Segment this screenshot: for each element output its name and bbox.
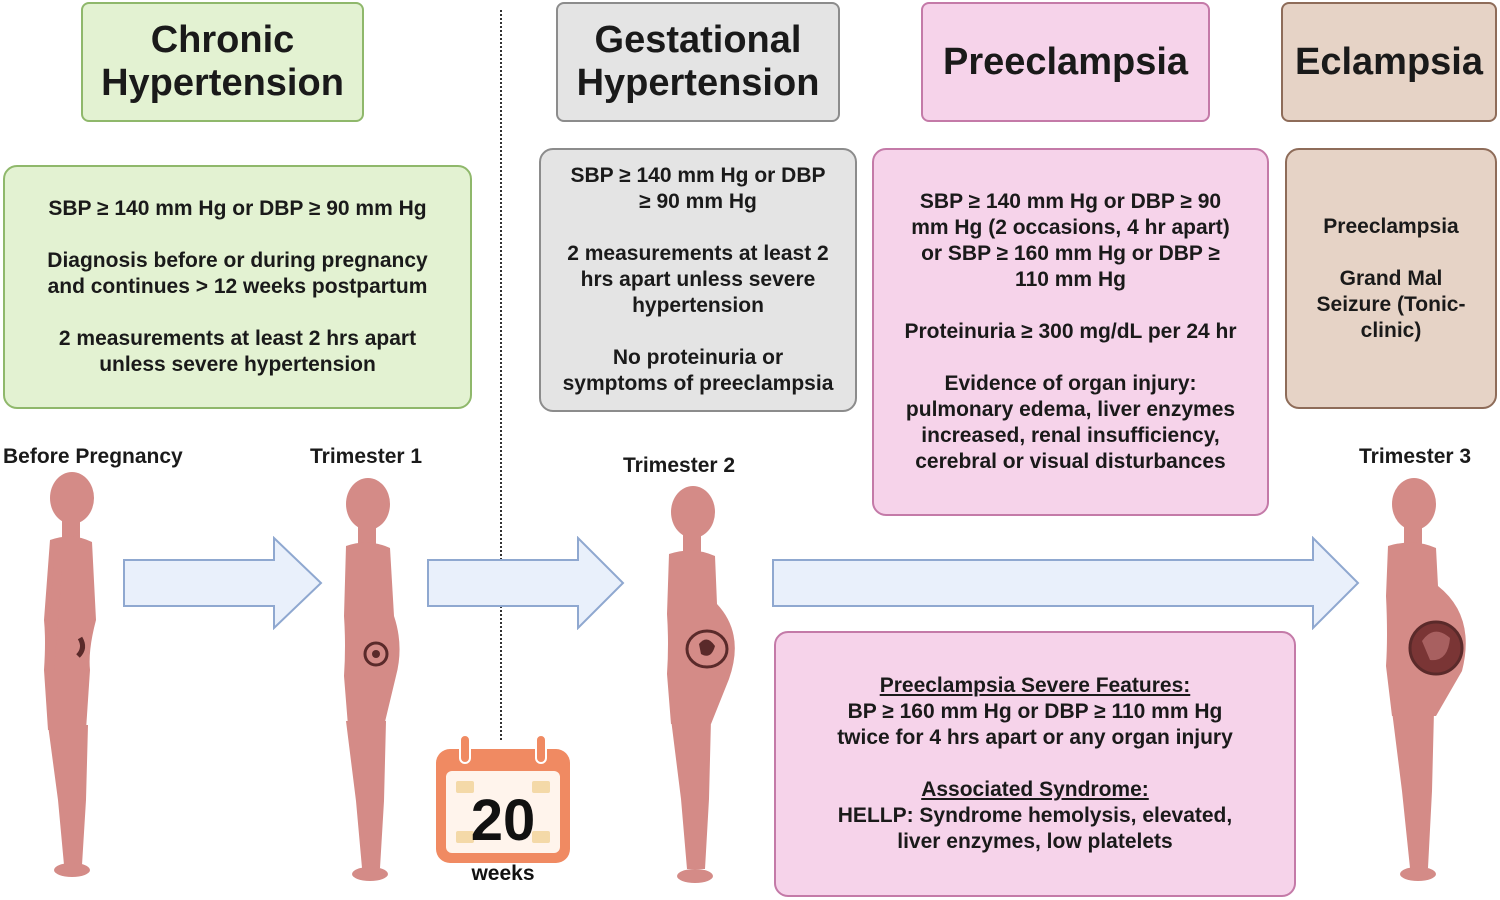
associated-syndrome-group: Associated Syndrome: HELLP: Syndrome hem… [838,777,1232,855]
eclampsia-criteria-box: Preeclampsia Grand Mal Seizure (Tonic- c… [1285,148,1497,409]
severe-features-text: BP ≥ 160 mm Hg or DBP ≥ 110 mm Hg twice … [837,700,1233,749]
preeclampsia-bp-criterion: SBP ≥ 140 mm Hg or DBP ≥ 90 mm Hg (2 occ… [911,190,1230,291]
stage-label-trimester-2: Trimester 2 [623,454,736,477]
chronic-measurement-criterion: 2 measurements at least 2 hrs apart unle… [58,327,417,376]
chronic-bp-criterion: SBP ≥ 140 mm Hg or DBP ≥ 90 mm Hg [48,197,427,220]
severe-features-heading: Preeclampsia Severe Features: [879,674,1191,697]
gestational-exclusion-criterion: No proteinuria or symptoms of preeclamps… [562,346,834,395]
twenty-week-divider [500,10,502,740]
gestational-bp-criterion: SBP ≥ 140 mm Hg or DBP ≥ 90 mm Hg [570,164,826,213]
stage-label-trimester-3: Trimester 3 [1359,445,1472,468]
associated-syndrome-text: HELLP: Syndrome hemolysis, elevated, liv… [837,804,1233,853]
stage-label-trimester-1: Trimester 1 [310,445,423,468]
preeclampsia-proteinuria-criterion: Proteinuria ≥ 300 mg/dL per 24 hr [904,320,1237,343]
woman-trimester-1-figure [344,478,400,881]
preeclampsia-criteria-box: SBP ≥ 140 mm Hg or DBP ≥ 90 mm Hg (2 occ… [872,148,1269,516]
severe-features-box: Preeclampsia Severe Features: BP ≥ 160 m… [774,631,1296,897]
severe-features-group: Preeclampsia Severe Features: BP ≥ 160 m… [837,673,1233,751]
woman-before-pregnancy-figure [44,472,96,877]
preeclampsia-organ-injury-criterion: Evidence of organ injury: pulmonary edem… [905,372,1236,473]
gestational-criteria-box: SBP ≥ 140 mm Hg or DBP ≥ 90 mm Hg 2 meas… [539,148,857,412]
title-gestational-hypertension: Gestational Hypertension [556,2,840,122]
arrow-right-icon [427,536,625,630]
eclampsia-seizure-item: Grand Mal Seizure (Tonic- clinic) [1316,266,1466,342]
chronic-timing-criterion: Diagnosis before or during pregnancy and… [47,249,428,298]
calendar-weeks-unit: weeks [471,862,535,885]
arrow-right-icon [123,536,323,630]
title-chronic-hypertension: Chronic Hypertension [81,2,364,122]
chronic-criteria-box: SBP ≥ 140 mm Hg or DBP ≥ 90 mm Hg Diagno… [3,165,472,409]
calendar-icon [436,734,570,863]
title-eclampsia: Eclampsia [1281,2,1497,122]
stage-label-before-pregnancy: Before Pregnancy [3,445,183,468]
woman-trimester-3-figure [1386,478,1466,881]
arrow-right-icon [772,536,1360,630]
title-preeclampsia: Preeclampsia [921,2,1210,122]
gestational-measurement-criterion: 2 measurements at least 2 hrs apart unle… [567,242,829,317]
woman-trimester-2-figure [667,486,735,883]
calendar-weeks-number: 20 [470,788,536,853]
eclampsia-preeclampsia-item: Preeclampsia [1323,214,1459,238]
associated-syndrome-heading: Associated Syndrome: [921,778,1149,801]
